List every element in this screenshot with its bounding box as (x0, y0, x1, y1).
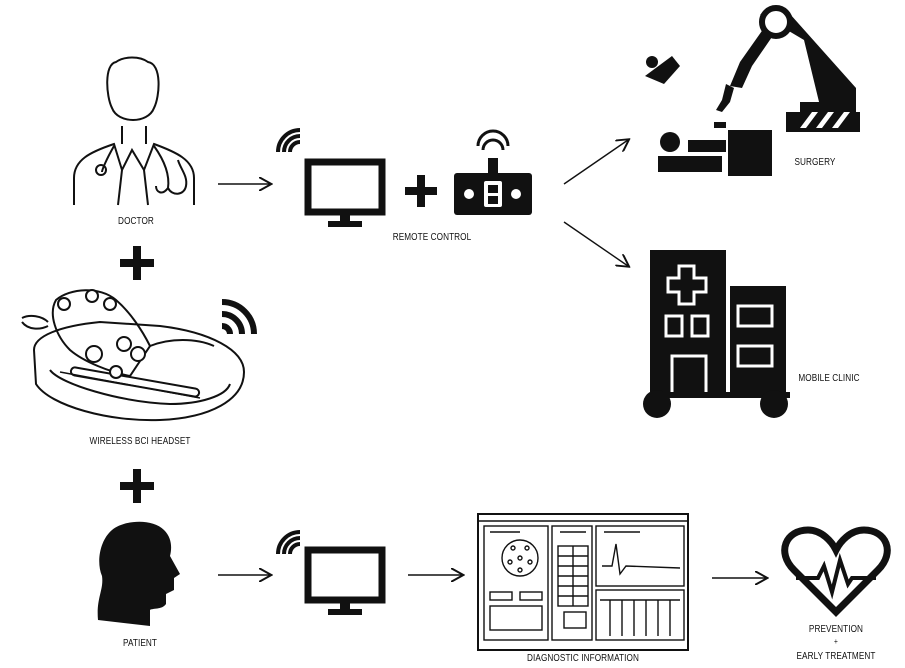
mobile-clinic-label: MOBILE CLINIC (798, 373, 860, 384)
surgical-robot-icon (645, 5, 860, 176)
wifi-signal-icon (221, 299, 257, 335)
remote-control-icon (454, 129, 532, 215)
mobile-clinic-icon (643, 250, 790, 418)
patient-head-icon (97, 521, 180, 626)
wireless-monitor-icon (276, 530, 386, 615)
arrow-icon (218, 140, 766, 578)
diagnostic-label: DIAGNOSTIC INFORMATION (527, 653, 639, 664)
early-treatment-label: EARLY TREATMENT (796, 651, 876, 662)
diagnostic-screen-icon (477, 513, 689, 651)
plus-icon (120, 175, 437, 503)
prevention-plus-label: + (834, 637, 838, 646)
heartbeat-icon (781, 526, 891, 617)
doctor-icon (73, 56, 195, 206)
headset-label: WIRELESS BCI HEADSET (89, 436, 191, 447)
patient-label: PATIENT (122, 638, 157, 649)
surgery-label: SURGERY (794, 157, 836, 168)
remote-control-label: REMOTE CONTROL (392, 232, 472, 243)
doctor-label: DOCTOR (118, 216, 154, 227)
wireless-monitor-icon (276, 128, 386, 227)
prevention-label: PREVENTION (808, 624, 864, 635)
bci-headset-icon (21, 289, 246, 422)
